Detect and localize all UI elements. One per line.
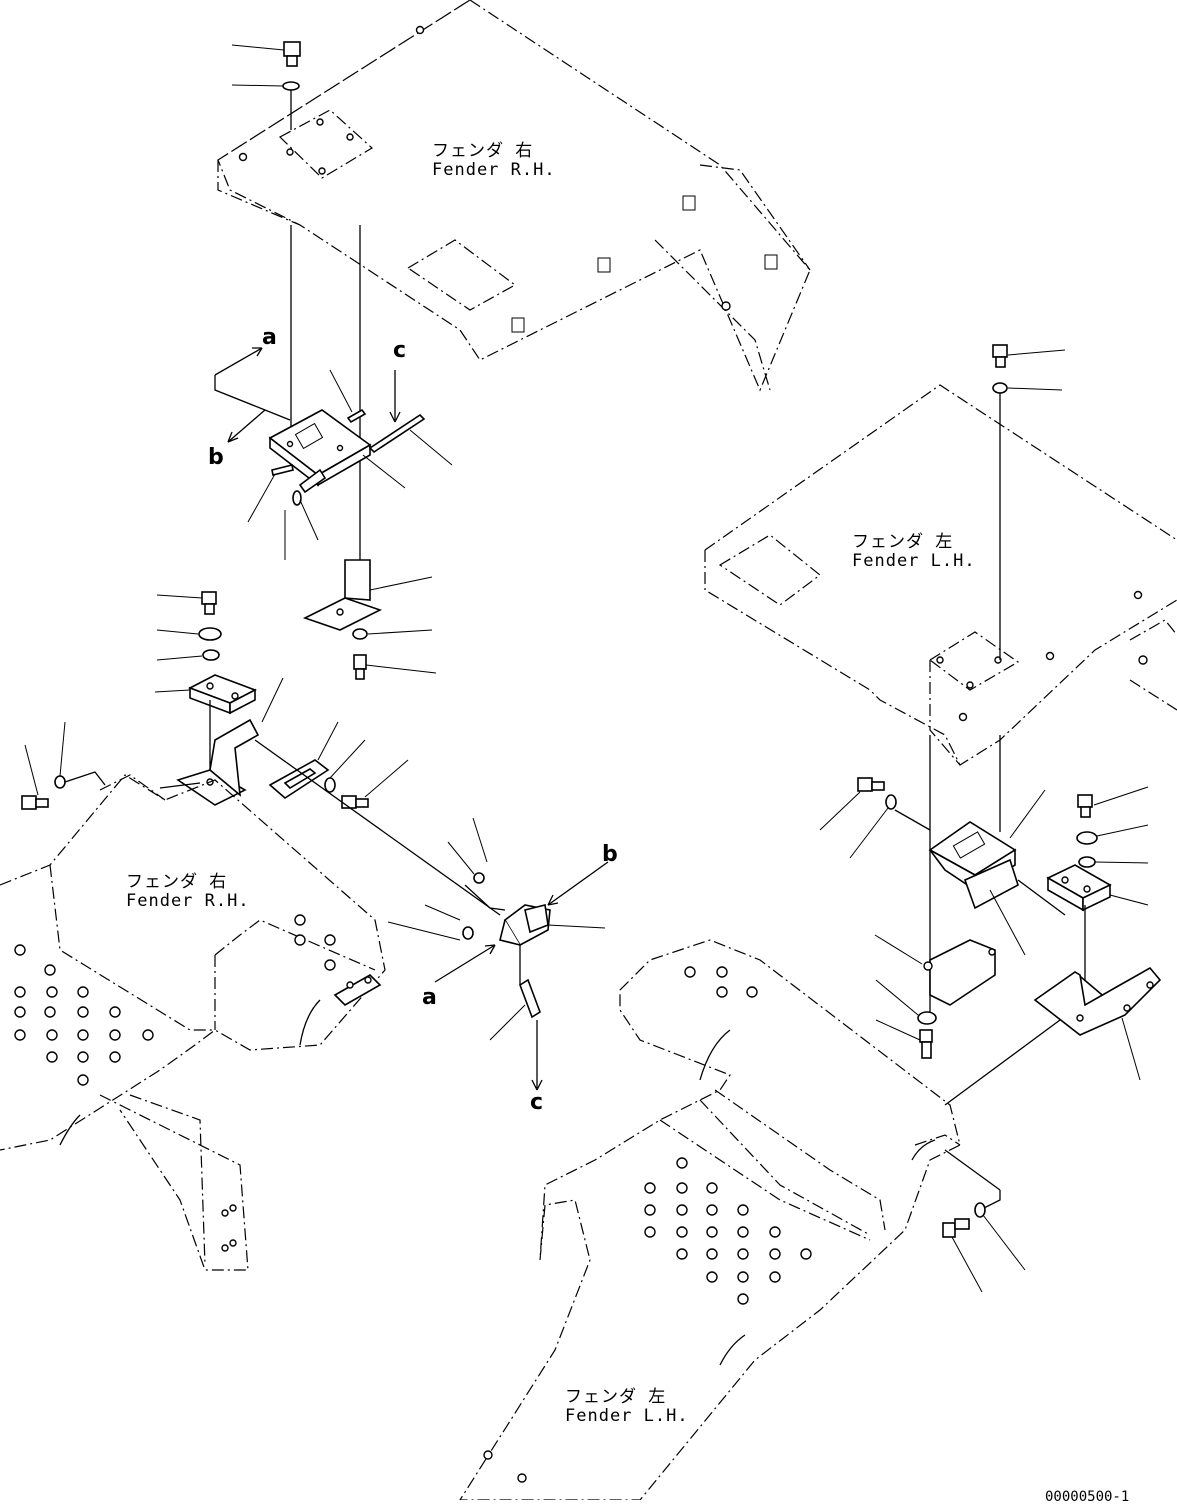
washer-top (231, 81, 300, 91)
bracket-top (302, 559, 433, 631)
washer-center (387, 904, 474, 941)
washer-bottom-right (974, 1202, 1026, 1271)
nut-left-mid (156, 649, 220, 661)
fender-rh-lower-en: Fender R.H. (126, 891, 250, 911)
latch-center (464, 884, 606, 947)
block-far-right (1046, 864, 1149, 912)
fender-lh-bottom-en: Fender L.H. (565, 1406, 689, 1426)
bolt-left-mid (156, 591, 217, 615)
spring-pin (489, 945, 541, 1041)
washer-right-hinge (849, 794, 897, 859)
bolt-left-horiz (341, 759, 409, 809)
fender-rh-lower-label: フェンダ 右 Fender R.H. (126, 873, 250, 911)
washer-right-top (992, 382, 1063, 394)
hinge-bracket-left (176, 677, 284, 806)
washer-hinge (284, 490, 319, 560)
fender-lh-right-en: Fender L.H. (852, 551, 976, 571)
ref-b-mid: b (602, 842, 618, 867)
bolt-bracket (353, 654, 437, 680)
bolt-far-right (1077, 786, 1149, 818)
ref-b-top: b (208, 445, 224, 470)
fender-lh-bottom-outline (459, 939, 1001, 1500)
pin-long (368, 413, 453, 466)
fender-lh-bottom-jp: フェンダ 左 (565, 1387, 667, 1407)
fender-lh-bottom-label: フェンダ 左 Fender L.H. (565, 1388, 689, 1426)
fender-rh-top-jp: フェンダ 右 (432, 141, 534, 161)
ref-a-top: a (262, 325, 277, 350)
ref-c-top: c (393, 338, 407, 363)
block-left-mid (154, 674, 257, 715)
bolt-far-left (21, 744, 49, 810)
hinge-bracket-right (1033, 966, 1162, 1081)
fender-lh-right-label: フェンダ 左 Fender L.H. (852, 533, 976, 571)
bolt-bottom-right (942, 1218, 983, 1293)
fender-rh-top-label: フェンダ 右 Fender R.H. (432, 142, 556, 180)
ref-a-mid: a (422, 985, 437, 1010)
washer-left-mid (156, 627, 222, 641)
ref-arrows-top (214, 347, 401, 443)
fender-lh-right-outline (704, 384, 1177, 766)
fender-rh-lower-outline (0, 774, 386, 1271)
washer-right-lower (875, 979, 937, 1025)
ref-c-mid: c (530, 1090, 544, 1115)
bolt-right-lower (875, 1019, 933, 1059)
bolt-top (231, 41, 301, 67)
washer-far-right (1076, 824, 1149, 845)
hinge-plate-top (268, 409, 372, 494)
bracket-right (874, 934, 996, 1006)
ref-arrows-mid (434, 861, 609, 1091)
nut-far-right (1078, 856, 1149, 868)
washer-bracket (352, 628, 433, 640)
hinge-plate-right (928, 789, 1046, 956)
handle-block (268, 721, 339, 799)
bolt-right-hinge (819, 777, 931, 831)
fender-rh-top-outline (217, 0, 811, 392)
pin-center-top (447, 817, 488, 884)
fender-lh-right-jp: フェンダ 左 (852, 532, 954, 552)
lower-right-holes (483, 966, 812, 1483)
washer-far-left (54, 721, 106, 789)
bolt-right-top (992, 344, 1066, 368)
pin-small (247, 464, 294, 523)
fender-rh-top-en: Fender R.H. (432, 160, 556, 180)
washer-left-bolt (324, 739, 366, 793)
drawing-code: 00000500-1 (1045, 1489, 1130, 1505)
pin-short-top (329, 369, 367, 424)
fender-rh-lower-jp: フェンダ 右 (126, 872, 228, 892)
lower-left-holes (14, 914, 336, 1252)
